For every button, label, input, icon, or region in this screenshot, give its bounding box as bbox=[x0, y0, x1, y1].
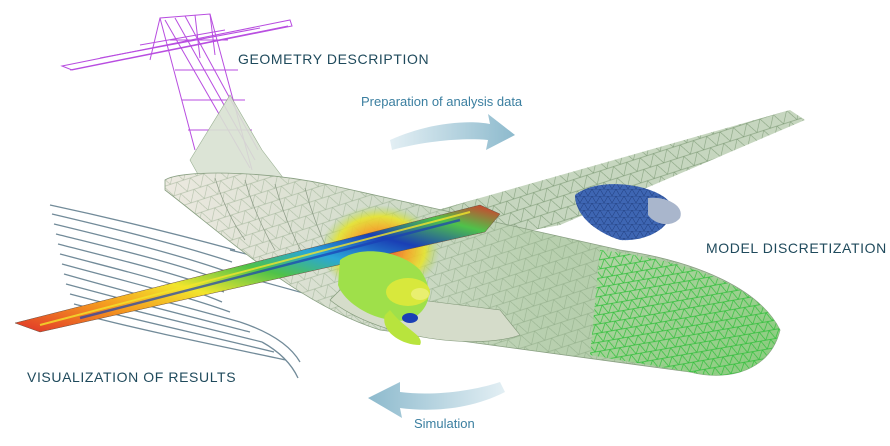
far-wing bbox=[420, 110, 805, 240]
flow-label-simulation: Simulation bbox=[414, 416, 475, 431]
far-engine bbox=[575, 184, 681, 241]
near-wing-results bbox=[14, 204, 501, 333]
stage-label-discretization: MODEL DISCRETIZATION bbox=[706, 240, 887, 256]
flow-label-preparation: Preparation of analysis data bbox=[361, 94, 523, 109]
near-engine bbox=[338, 251, 430, 345]
curved-arrow-left-icon bbox=[368, 382, 505, 418]
fuselage bbox=[164, 172, 781, 376]
curved-arrow-right-icon bbox=[390, 114, 515, 150]
stage-label-visualization: VISUALIZATION OF RESULTS bbox=[27, 369, 237, 385]
stage-label-geometry: GEOMETRY DESCRIPTION bbox=[238, 51, 430, 67]
